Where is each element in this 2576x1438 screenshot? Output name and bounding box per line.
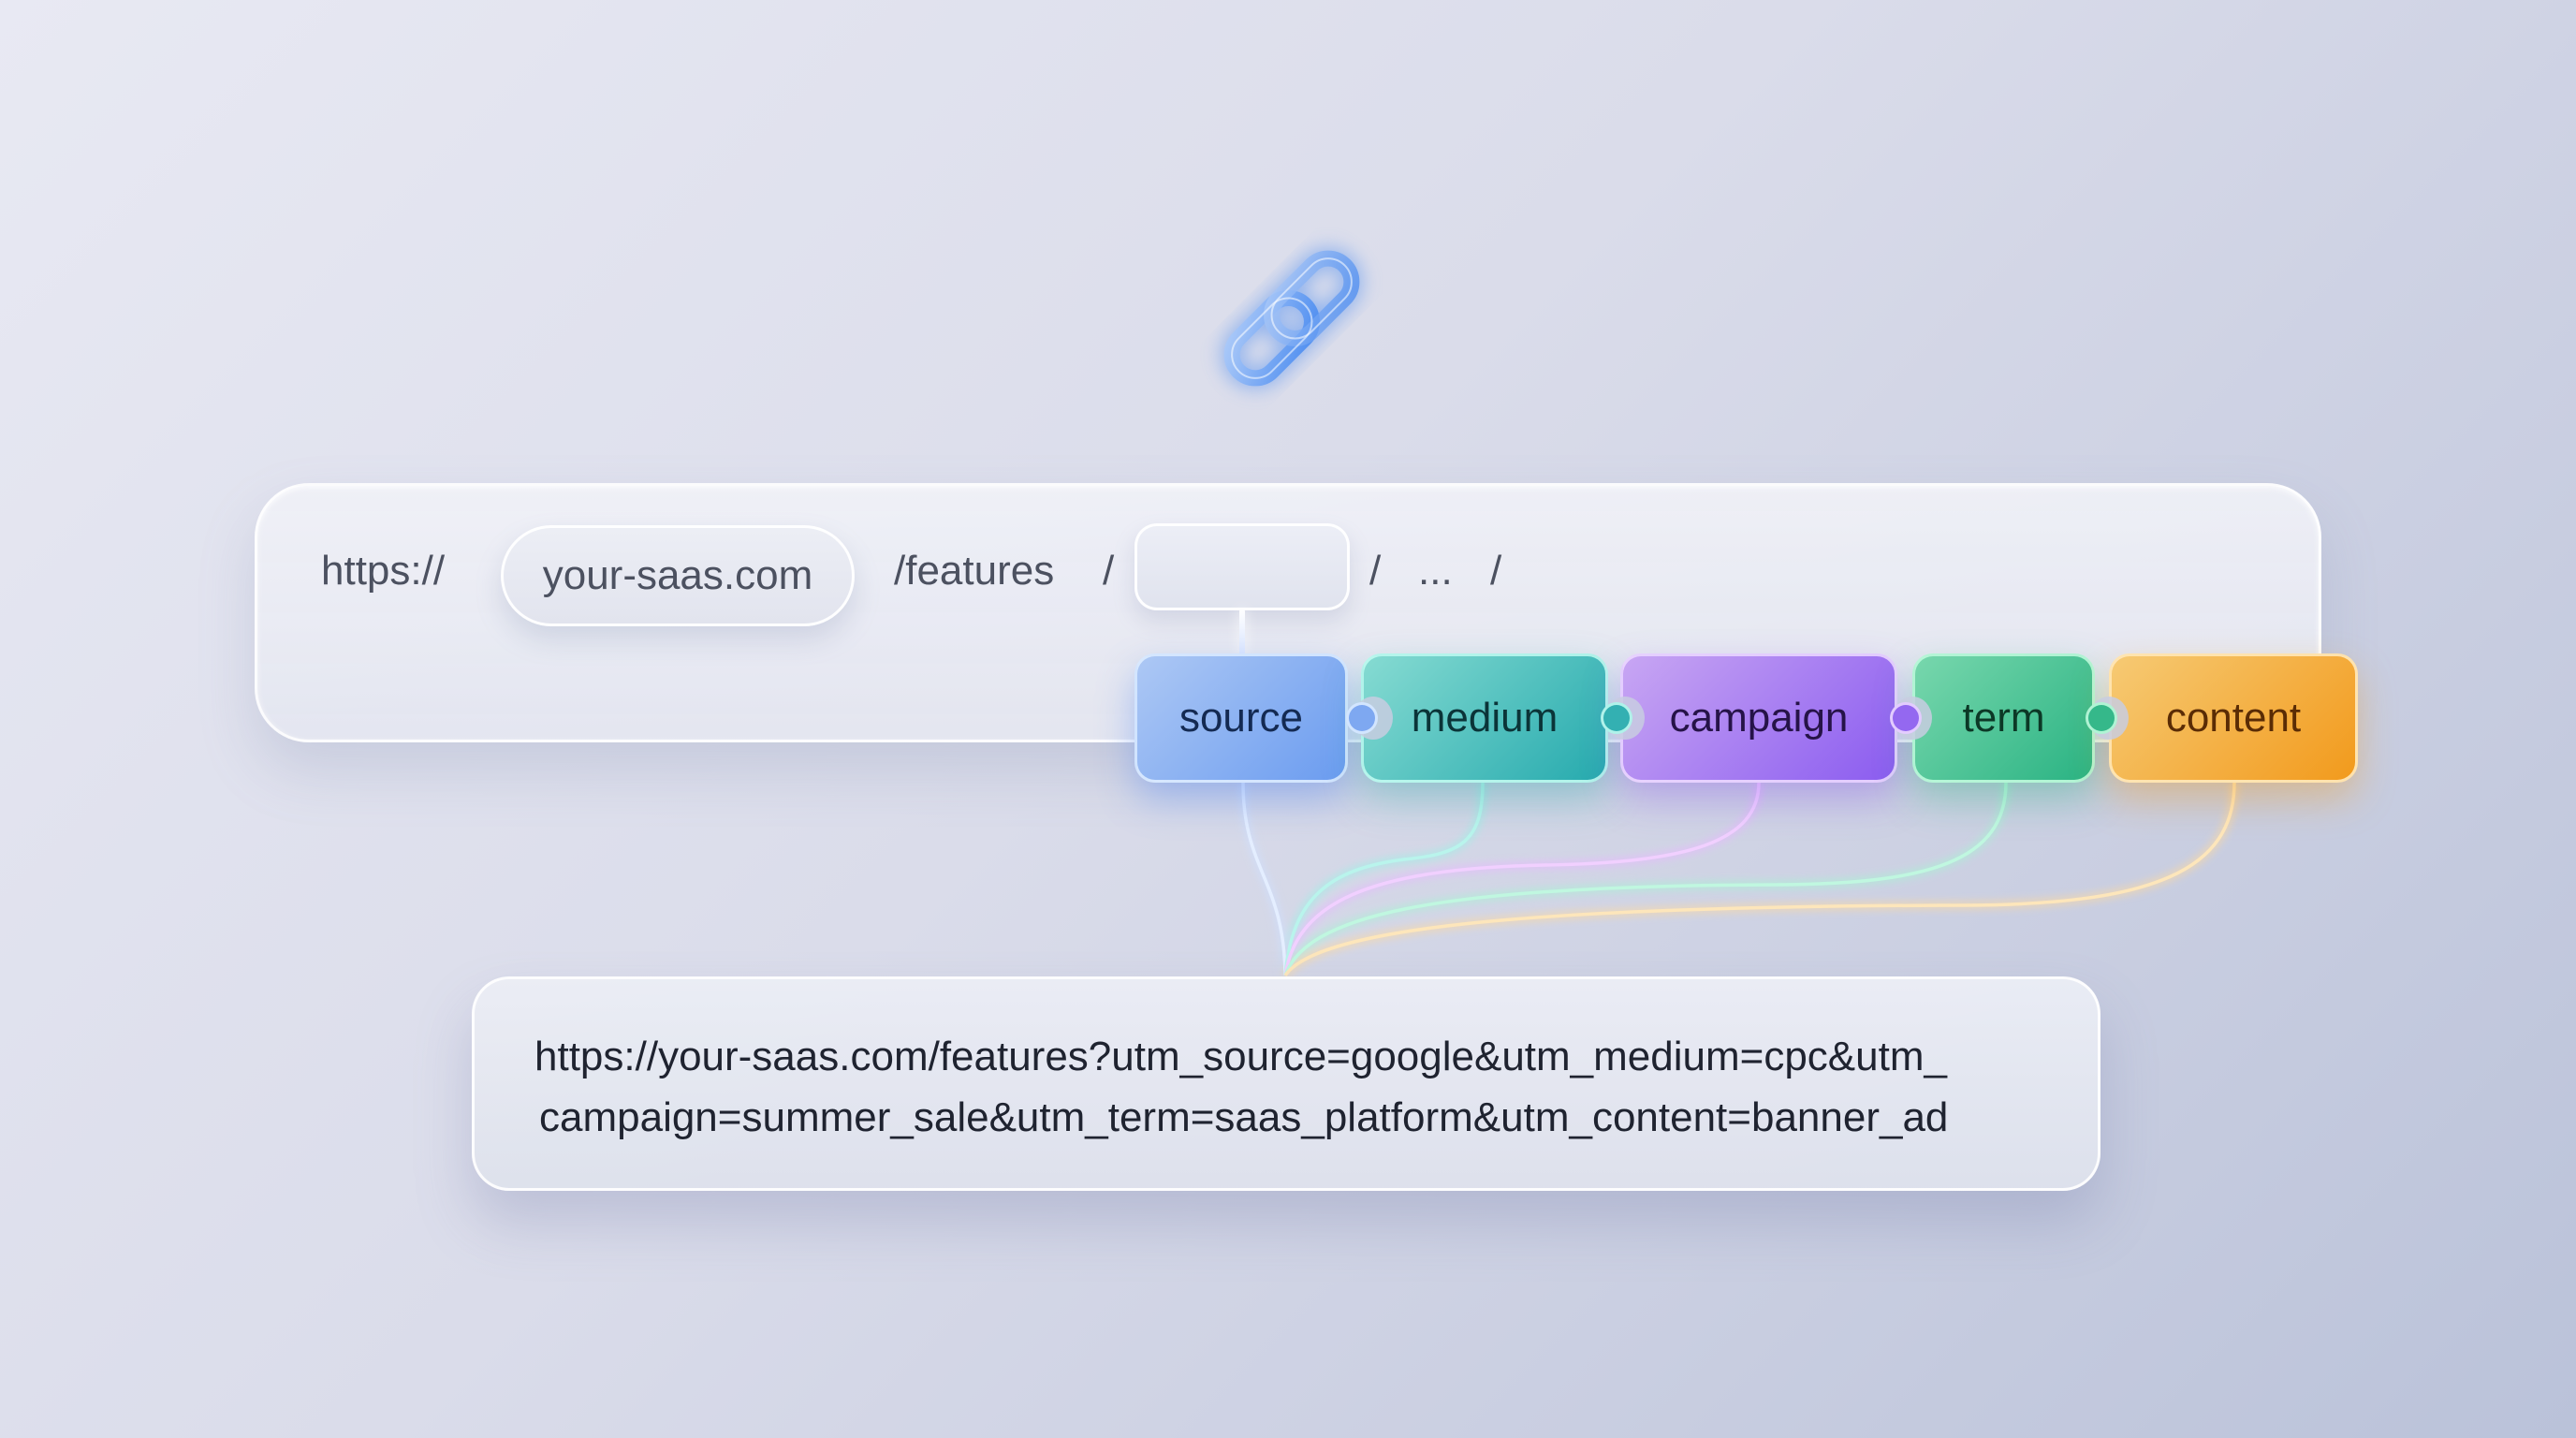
wire-medium [1283,782,1485,976]
param-label-term: term [1962,695,2045,741]
param-tile-source[interactable]: source [1134,653,1348,783]
wire-term [1283,782,2008,976]
param-tile-term[interactable]: term [1912,653,2095,783]
param-label-source: source [1178,695,1304,741]
param-tile-content[interactable]: content [2109,653,2358,783]
domain-pill[interactable]: your-saas.com [501,525,855,626]
generated-url-box[interactable] [472,976,2100,1191]
path-ellipsis: ... [1418,548,1453,594]
puzzle-knob-icon [1346,702,1378,734]
param-tile-campaign[interactable]: campaign [1620,653,1897,783]
link-icon [1222,248,1362,389]
parameter-slot[interactable] [1134,523,1350,610]
wire-source [1241,782,1287,976]
generated-url-line-2: campaign=summer_sale&utm_term=saas_platf… [539,1094,1949,1140]
puzzle-knob-icon [1890,702,1922,734]
path-separator: / [1369,548,1382,594]
slot-connector [1239,609,1245,655]
url-scheme: https:// [321,548,446,594]
param-label-medium: medium [1411,695,1559,741]
param-label-content: content [2165,695,2302,741]
wire-campaign [1283,782,1761,976]
wire-content [1283,782,2236,976]
path-separator: / [1103,548,1115,594]
puzzle-knob-icon [1601,702,1632,734]
puzzle-knob-icon [2086,702,2117,734]
path-segment: /features [894,548,1055,594]
generated-url-line-1: https://your-saas.com/features?utm_sourc… [534,1034,1947,1079]
domain-label: your-saas.com [542,552,813,598]
path-separator: / [1490,548,1502,594]
param-label-campaign: campaign [1669,695,1849,741]
param-tile-medium[interactable]: medium [1361,653,1608,783]
